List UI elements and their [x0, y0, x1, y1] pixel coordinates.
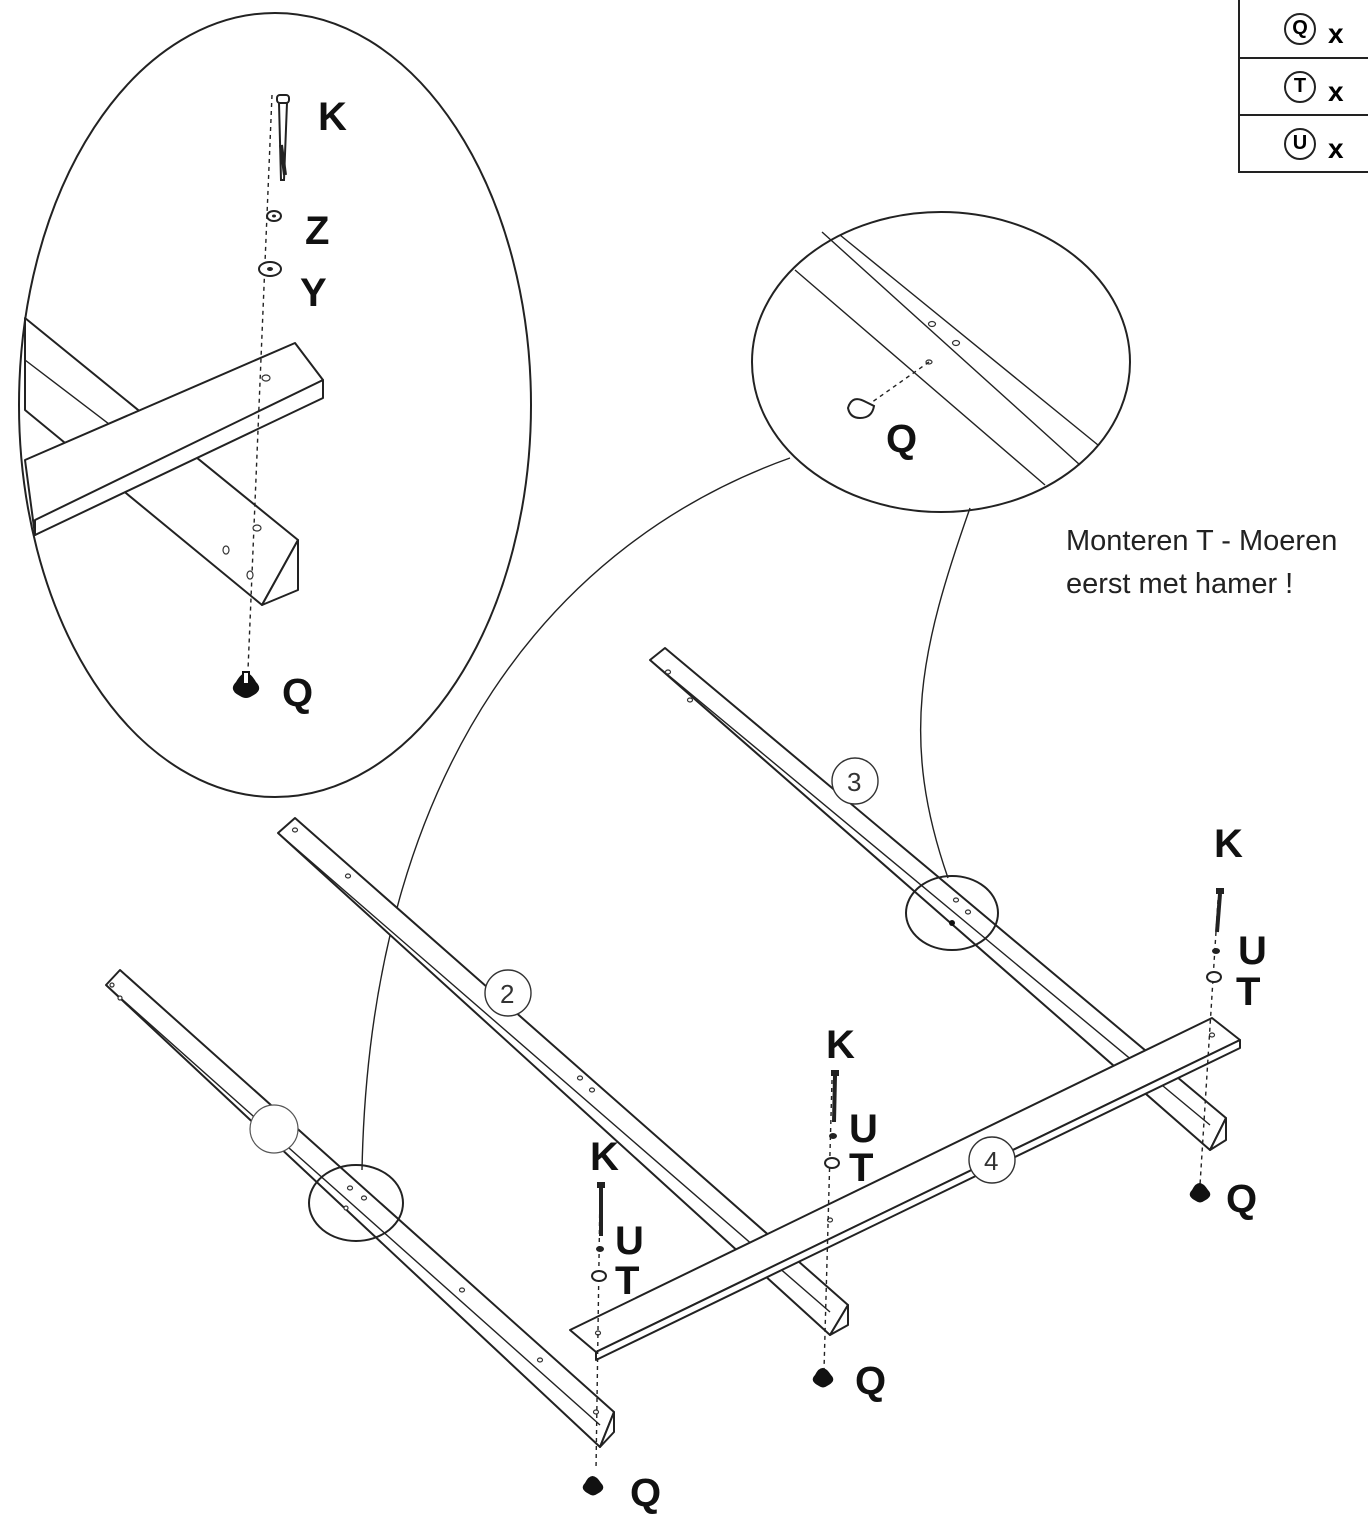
parts-legend-table: Q x T x U x [1238, 0, 1368, 173]
legend-row-t: T x [1240, 57, 1368, 114]
label-q-middle: Q [855, 1359, 886, 1403]
legend-multiplier: x [1328, 17, 1344, 49]
note-line-1: Monteren T - Moeren [1066, 525, 1338, 557]
assembly-note: Monteren T - Moeren eerst met hamer ! [1066, 520, 1337, 606]
label-u-left: U [615, 1219, 644, 1263]
connector-left [361, 457, 791, 1171]
legend-multiplier: x [1328, 75, 1344, 107]
legend-multiplier: x [1328, 132, 1344, 164]
label-beam-2: 2 [500, 979, 514, 1009]
label-t-middle: T [849, 1146, 873, 1190]
label-z-detail: Z [305, 209, 329, 253]
label-k-left: K [590, 1135, 619, 1179]
label-q-right: Q [1226, 1177, 1257, 1221]
label-q-circle: Q [886, 417, 917, 461]
beam-2: 2 [277, 817, 849, 1336]
beam-1 [105, 969, 615, 1448]
label-k-right: K [1214, 822, 1243, 866]
connector-right [919, 507, 971, 879]
label-u-middle: U [849, 1107, 878, 1151]
label-beam-3: 3 [847, 767, 861, 797]
note-line-2: eerst met hamer ! [1066, 568, 1294, 600]
label-k-middle: K [826, 1023, 855, 1067]
beam-4: 4 [569, 1017, 1241, 1361]
detail-circle-right: Q [751, 211, 1131, 513]
fastener-right: K U T Q [1189, 822, 1267, 1221]
legend-row-u: U x [1240, 114, 1368, 171]
label-q-detail: Q [282, 671, 313, 715]
label-t-left: T [615, 1259, 639, 1303]
label-t-right: T [1236, 970, 1260, 1014]
fastener-left: K U T Q [582, 1135, 661, 1515]
label-k-detail: K [318, 95, 347, 139]
part-u-icon: U [1284, 127, 1316, 160]
part-q-icon: Q [1284, 12, 1316, 45]
beam-3: 3 [649, 647, 1227, 1151]
label-beam-4: 4 [984, 1146, 998, 1176]
detail-left-contents: K Z Y Q [24, 94, 347, 715]
label-y-detail: Y [300, 271, 327, 315]
label-q-left: Q [630, 1471, 661, 1515]
fastener-middle: K U T Q [812, 1023, 886, 1403]
part-t-icon: T [1284, 70, 1316, 103]
label-u-right: U [1238, 929, 1267, 973]
legend-row-q: Q x [1240, 0, 1368, 57]
